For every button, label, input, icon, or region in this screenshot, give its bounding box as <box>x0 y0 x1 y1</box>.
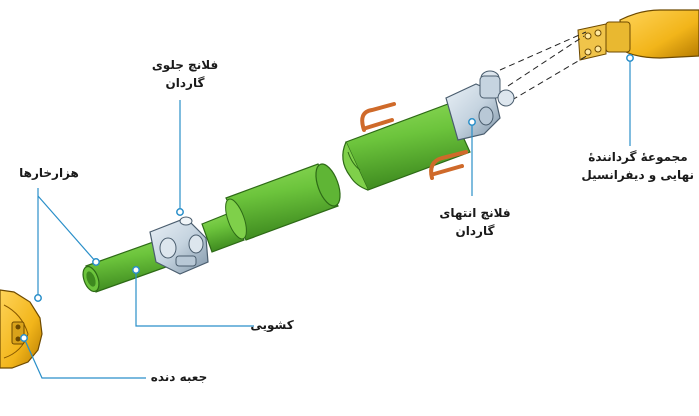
label-gearbox: جعبه دنده <box>150 370 208 384</box>
leader-dots <box>20 54 634 342</box>
label-front-flange: فلانچ جلوی گاردان <box>151 58 219 90</box>
leader-lines <box>23 58 631 379</box>
leader-splines-b <box>37 195 97 263</box>
leader-slip-yoke <box>135 270 254 327</box>
final-drive-housing <box>577 9 699 61</box>
alignment-dashes <box>499 31 591 101</box>
front-tube <box>201 163 341 253</box>
front-universal-joint <box>149 216 209 275</box>
gearbox-housing <box>0 289 43 369</box>
retaining-straps <box>360 102 468 180</box>
label-slip-yoke: کشویی <box>250 318 294 332</box>
rear-universal-joint <box>445 70 515 141</box>
label-final-drive: مجموعهٔ گردانندهٔ نهایی و دیفرانسیل <box>581 150 694 182</box>
rear-tube <box>342 103 471 191</box>
label-splines: هزارخارها <box>19 166 79 180</box>
leader-gearbox <box>23 337 146 379</box>
label-rear-flange: فلانچ انتهای گاردان <box>439 206 511 238</box>
